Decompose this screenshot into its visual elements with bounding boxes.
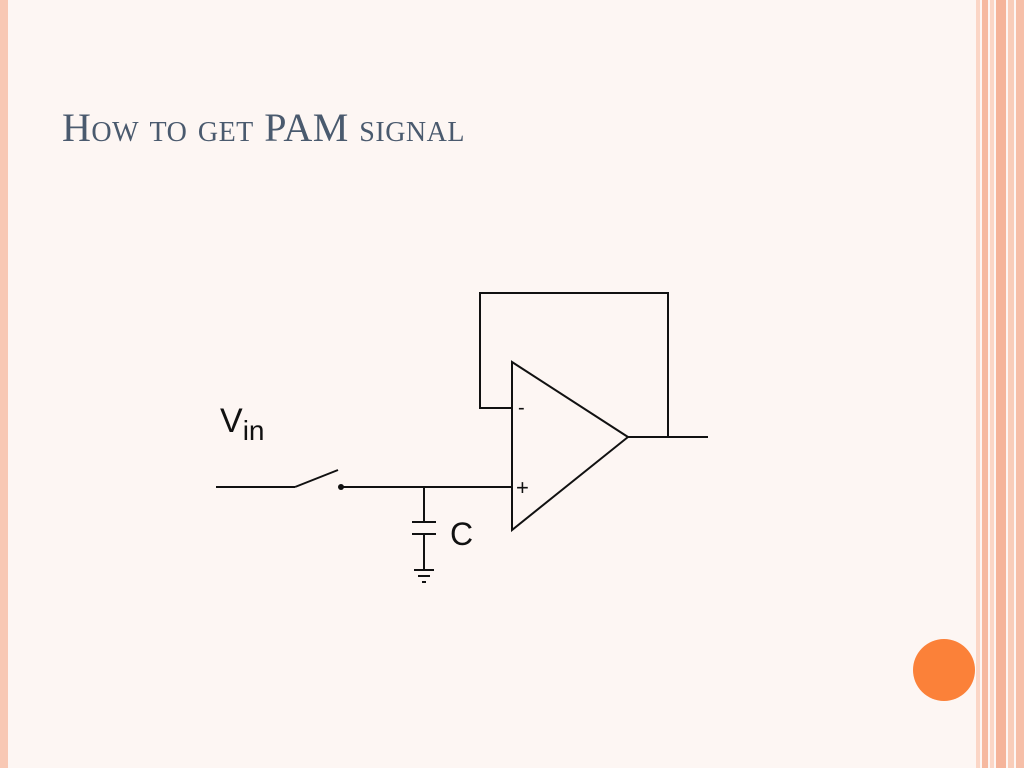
opamp-plus-label: + xyxy=(516,475,529,500)
orange-accent-dot xyxy=(913,639,975,701)
right-border-stripes xyxy=(976,0,1024,768)
left-border-stripe xyxy=(0,0,8,768)
opamp-minus-label: - xyxy=(518,397,525,419)
sampling-switch xyxy=(294,469,339,488)
opamp-triangle xyxy=(511,360,630,533)
switch-contact xyxy=(338,484,344,490)
slide-title: How to get PAM signal xyxy=(62,105,465,150)
pam-circuit-diagram: Vin C - + xyxy=(216,292,708,583)
vin-label: Vin xyxy=(220,402,264,446)
capacitor-label: C xyxy=(450,516,473,552)
feedback-loop xyxy=(479,292,669,437)
slide-background xyxy=(8,0,976,768)
